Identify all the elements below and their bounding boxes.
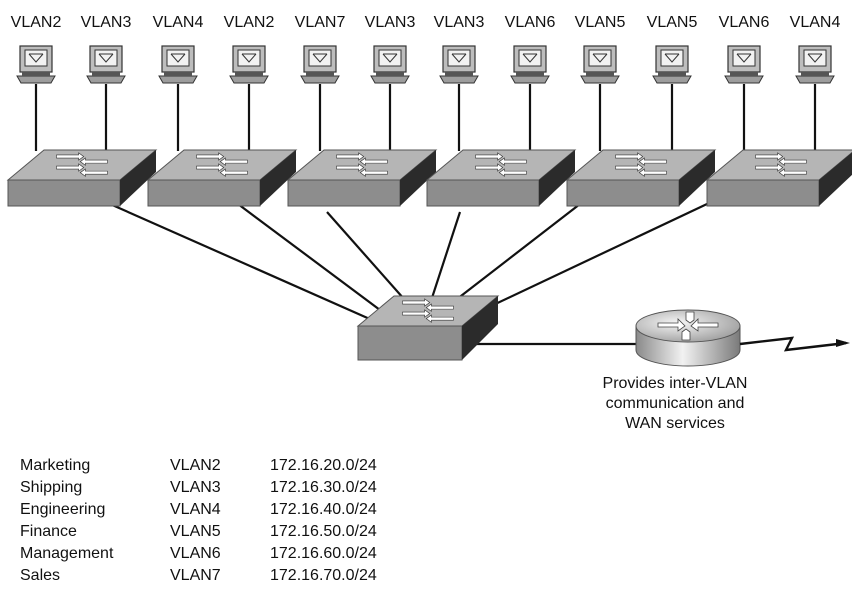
router-icon xyxy=(635,309,741,367)
pc-vlan-label: VLAN5 xyxy=(647,14,698,31)
access-switch-icon xyxy=(705,149,852,207)
department-cell: Engineering xyxy=(20,501,106,518)
switch-arrows-icon xyxy=(336,152,388,177)
pc-screen-icon xyxy=(522,53,538,63)
wan-link xyxy=(739,336,850,352)
wan-lightning-icon xyxy=(739,336,847,352)
subnet-cell: 172.16.20.0/24 xyxy=(270,457,377,474)
pc-screen-icon xyxy=(28,53,44,63)
pc-vlan-label: VLAN6 xyxy=(719,14,770,31)
pc-screen-icon xyxy=(664,53,680,63)
workstation-icon xyxy=(300,45,340,84)
switch-arrows-icon xyxy=(475,152,527,177)
department-cell: Marketing xyxy=(20,457,91,474)
uplink xyxy=(109,202,373,322)
access-switch-icon xyxy=(286,149,438,207)
pc-vlan-label: VLAN4 xyxy=(790,14,841,31)
subnet-cell: 172.16.60.0/24 xyxy=(270,545,377,562)
workstation-icon xyxy=(652,45,692,84)
vlan-cell: VLAN2 xyxy=(170,457,221,474)
router xyxy=(635,309,741,367)
router-arrows-icon xyxy=(657,311,719,341)
workstation-icon xyxy=(510,45,550,84)
core-switch-icon xyxy=(356,295,500,361)
switch-arrows-icon xyxy=(615,152,667,177)
switch-arrows-icon xyxy=(402,298,454,323)
subnet-cell: 172.16.40.0/24 xyxy=(270,501,377,518)
pc-screen-icon xyxy=(382,53,398,63)
caption-line: WAN services xyxy=(625,415,725,432)
pc-vlan-label: VLAN3 xyxy=(365,14,416,31)
workstation-icon xyxy=(580,45,620,84)
access-switch-icon xyxy=(146,149,298,207)
workstation-icon xyxy=(229,45,269,84)
pc-screen-icon xyxy=(451,53,467,63)
uplink xyxy=(428,211,462,305)
pc-screen-icon xyxy=(312,53,328,63)
subnet-cell: 172.16.50.0/24 xyxy=(270,523,377,540)
access-switch-icon xyxy=(6,149,158,207)
vlan-cell: VLAN7 xyxy=(170,567,221,584)
pc-screen-icon xyxy=(98,53,114,63)
workstation-icon xyxy=(795,45,835,84)
vlan-cell: VLAN4 xyxy=(170,501,221,518)
access-switch-icon xyxy=(565,149,717,207)
department-cell: Sales xyxy=(20,567,61,584)
workstation-icon xyxy=(16,45,56,84)
vlan-cell: VLAN6 xyxy=(170,545,221,562)
switch-arrows-icon xyxy=(196,152,248,177)
pc-vlan-label: VLAN5 xyxy=(575,14,626,31)
pc-vlan-label: VLAN7 xyxy=(295,14,346,31)
subnet-cell: 172.16.70.0/24 xyxy=(270,567,377,584)
pc-screen-icon xyxy=(807,53,823,63)
wan-arrow-icon xyxy=(836,339,850,347)
caption-line: Provides inter-VLAN xyxy=(602,375,748,392)
pc-screen-icon xyxy=(592,53,608,63)
pc-screen-icon xyxy=(241,53,257,63)
core-switch xyxy=(356,295,500,361)
pc-vlan-label: VLAN2 xyxy=(224,14,275,31)
uplink xyxy=(326,211,413,309)
pc-vlan-label: VLAN6 xyxy=(505,14,556,31)
uplink xyxy=(237,203,389,317)
workstation-icon xyxy=(158,45,198,84)
vlan-cell: VLAN5 xyxy=(170,523,221,540)
department-cell: Shipping xyxy=(20,479,83,496)
access-switches xyxy=(6,149,852,207)
workstation-icon xyxy=(86,45,126,84)
uplink xyxy=(447,203,581,307)
pcs: VLAN2 VLAN3 VLAN4 VLAN2 VLAN7 VLAN3 VLAN3 VLAN6… xyxy=(11,14,841,84)
switch-arrows-icon xyxy=(755,152,807,177)
caption-line: communication and xyxy=(605,395,745,412)
pc-vlan-label: VLAN2 xyxy=(11,14,62,31)
department-cell: Finance xyxy=(20,523,77,540)
access-switch-icon xyxy=(425,149,577,207)
workstation-icon xyxy=(724,45,764,84)
switch-arrows-icon xyxy=(56,152,108,177)
pc-vlan-label: VLAN4 xyxy=(153,14,204,31)
pc-screen-icon xyxy=(170,53,186,63)
workstation-icon xyxy=(439,45,479,84)
router-caption: Provides inter-VLAN communication and WA… xyxy=(580,374,770,434)
department-cell: Management xyxy=(20,545,114,562)
pc-screen-icon xyxy=(736,53,752,63)
pc-vlan-label: VLAN3 xyxy=(434,14,485,31)
subnet-cell: 172.16.30.0/24 xyxy=(270,479,377,496)
vlan-cell: VLAN3 xyxy=(170,479,221,496)
links xyxy=(34,84,817,346)
workstation-icon xyxy=(370,45,410,84)
uplink xyxy=(469,203,708,317)
pc-vlan-label: VLAN3 xyxy=(81,14,132,31)
